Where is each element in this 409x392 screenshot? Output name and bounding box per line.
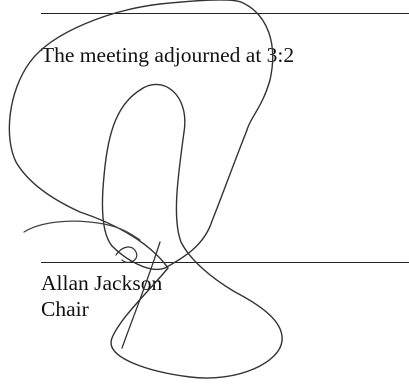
top-divider-line [41,13,409,14]
signature-line [41,262,409,263]
signer-name: Allan Jackson [41,271,163,295]
signer-title: Chair [41,297,89,321]
adjournment-statement: The meeting adjourned at 3:2 [41,43,295,67]
